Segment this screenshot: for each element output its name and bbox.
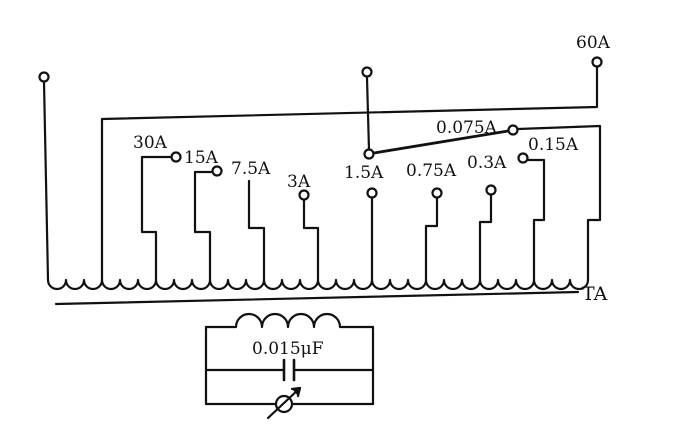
label-30a: 30A [133, 133, 168, 153]
label-0-075a: 0.075A [436, 118, 498, 138]
meter-adjust-arrow [266, 386, 302, 420]
lead-15a [193, 170, 213, 282]
capacitor-label: 0.015μF [252, 339, 324, 359]
terminal-1-5a [366, 187, 378, 199]
label-15a: 15A [184, 148, 219, 168]
selector-top-terminal [361, 66, 373, 78]
terminal-60a [591, 56, 603, 68]
terminal-30a [170, 151, 182, 163]
selector-switch-lead [365, 76, 371, 152]
label-7-5a: 7.5A [231, 159, 271, 179]
label-60a: 60A [576, 33, 611, 53]
lead-60a [100, 65, 599, 282]
common-terminal-lead [42, 80, 50, 282]
label-0-3a: 0.3A [467, 153, 507, 173]
lead-0-15a [526, 158, 546, 282]
lead-0-3a [478, 193, 493, 282]
transformer-core-line [54, 290, 580, 306]
secondary-circuit: 0.015μF [204, 312, 375, 420]
lead-30a [140, 155, 172, 282]
inductor-coil [204, 312, 375, 329]
terminal-0-075a [507, 124, 519, 136]
terminal-0-15a [517, 152, 529, 164]
terminal-0-75a [431, 187, 443, 199]
label-1-5a: 1.5A [344, 163, 384, 183]
terminal-0-3a [485, 184, 497, 196]
selector-pivot-terminal [363, 148, 375, 160]
label-3a: 3A [287, 172, 311, 192]
lead-3a [302, 198, 320, 282]
label-0-15a: 0.15A [528, 135, 579, 155]
primary-winding-coil [46, 278, 590, 291]
lead-0-075a [516, 124, 602, 282]
lead-0-75a [424, 196, 439, 282]
common-terminal [38, 71, 50, 83]
label-0-75a: 0.75A [406, 161, 457, 181]
transformer-label: TA [582, 283, 608, 305]
meter-arrow-head [290, 386, 302, 398]
selector-switch-blade [372, 129, 510, 155]
lead-7-5a [247, 179, 266, 282]
terminal-3a [298, 189, 310, 201]
terminal-15a [211, 165, 223, 177]
